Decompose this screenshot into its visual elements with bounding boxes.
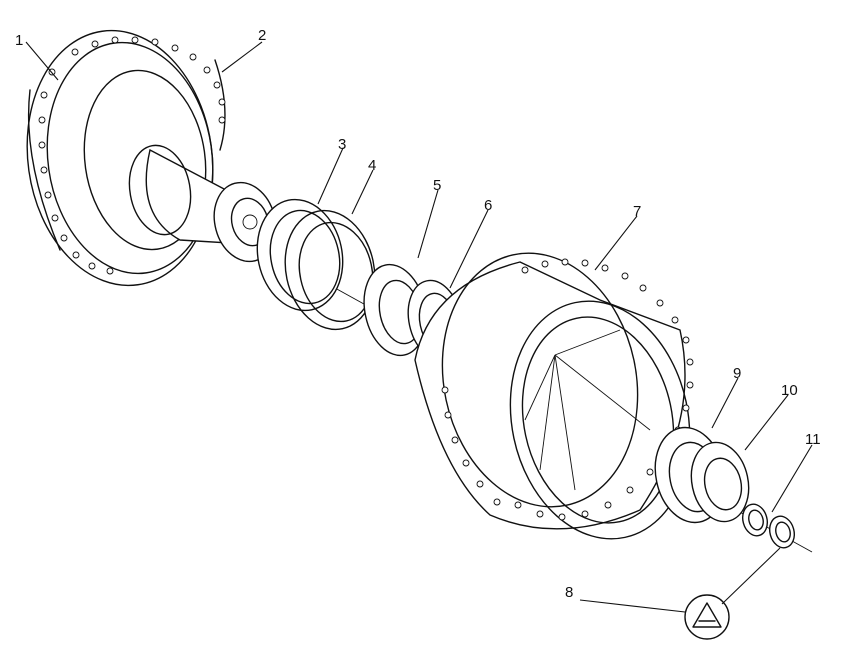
detail-triangle-symbol — [692, 602, 722, 628]
callout-2: 2 — [258, 27, 266, 44]
callout-9: 9 — [733, 365, 741, 382]
hub-edge-right — [214, 59, 226, 151]
hub-outer-flange — [26, 29, 214, 287]
part-7-wheel-housing — [414, 252, 694, 540]
housing-flange-outer — [441, 252, 639, 508]
hub-edge-left — [27, 89, 61, 251]
hub-bolt-holes — [38, 36, 226, 275]
callout-5: 5 — [433, 177, 441, 194]
part-11-washers — [741, 503, 796, 549]
callout-10: 10 — [781, 382, 798, 399]
part-3-4-seal-rings — [256, 198, 376, 331]
part-9-10-outer-bearing — [654, 426, 750, 524]
detail-circle — [684, 594, 730, 640]
seal-ring-4-inner — [298, 221, 374, 323]
bearing-cone-10 — [690, 441, 750, 523]
bearing-cone-10-bore — [703, 457, 743, 511]
housing-rear-ring-inner — [521, 316, 675, 524]
washer-11-rear — [768, 515, 796, 549]
seal-ring-3-inner — [269, 209, 341, 305]
part-1-2-hub-assembly — [26, 29, 277, 287]
callout-4: 4 — [368, 157, 376, 174]
hub-flange-face — [83, 69, 207, 251]
shaft-base-collar — [128, 144, 192, 236]
callout-6: 6 — [484, 197, 492, 214]
callout-11: 11 — [805, 431, 821, 448]
washer-11-rear-bore — [775, 521, 791, 543]
part-8-detail-symbol — [684, 594, 730, 640]
housing-spokes — [524, 329, 651, 491]
housing-rear-ring — [509, 300, 691, 540]
washer-11-front-bore — [748, 509, 764, 531]
callout-8: 8 — [565, 584, 573, 601]
seal-ring-4-outer — [284, 209, 376, 331]
shaft-center-bore — [242, 214, 258, 230]
callout-1: 1 — [15, 32, 23, 49]
housing-bolt-holes — [441, 258, 694, 521]
leader-lines — [25, 41, 813, 613]
callout-3: 3 — [338, 136, 346, 153]
callout-7: 7 — [633, 203, 641, 220]
